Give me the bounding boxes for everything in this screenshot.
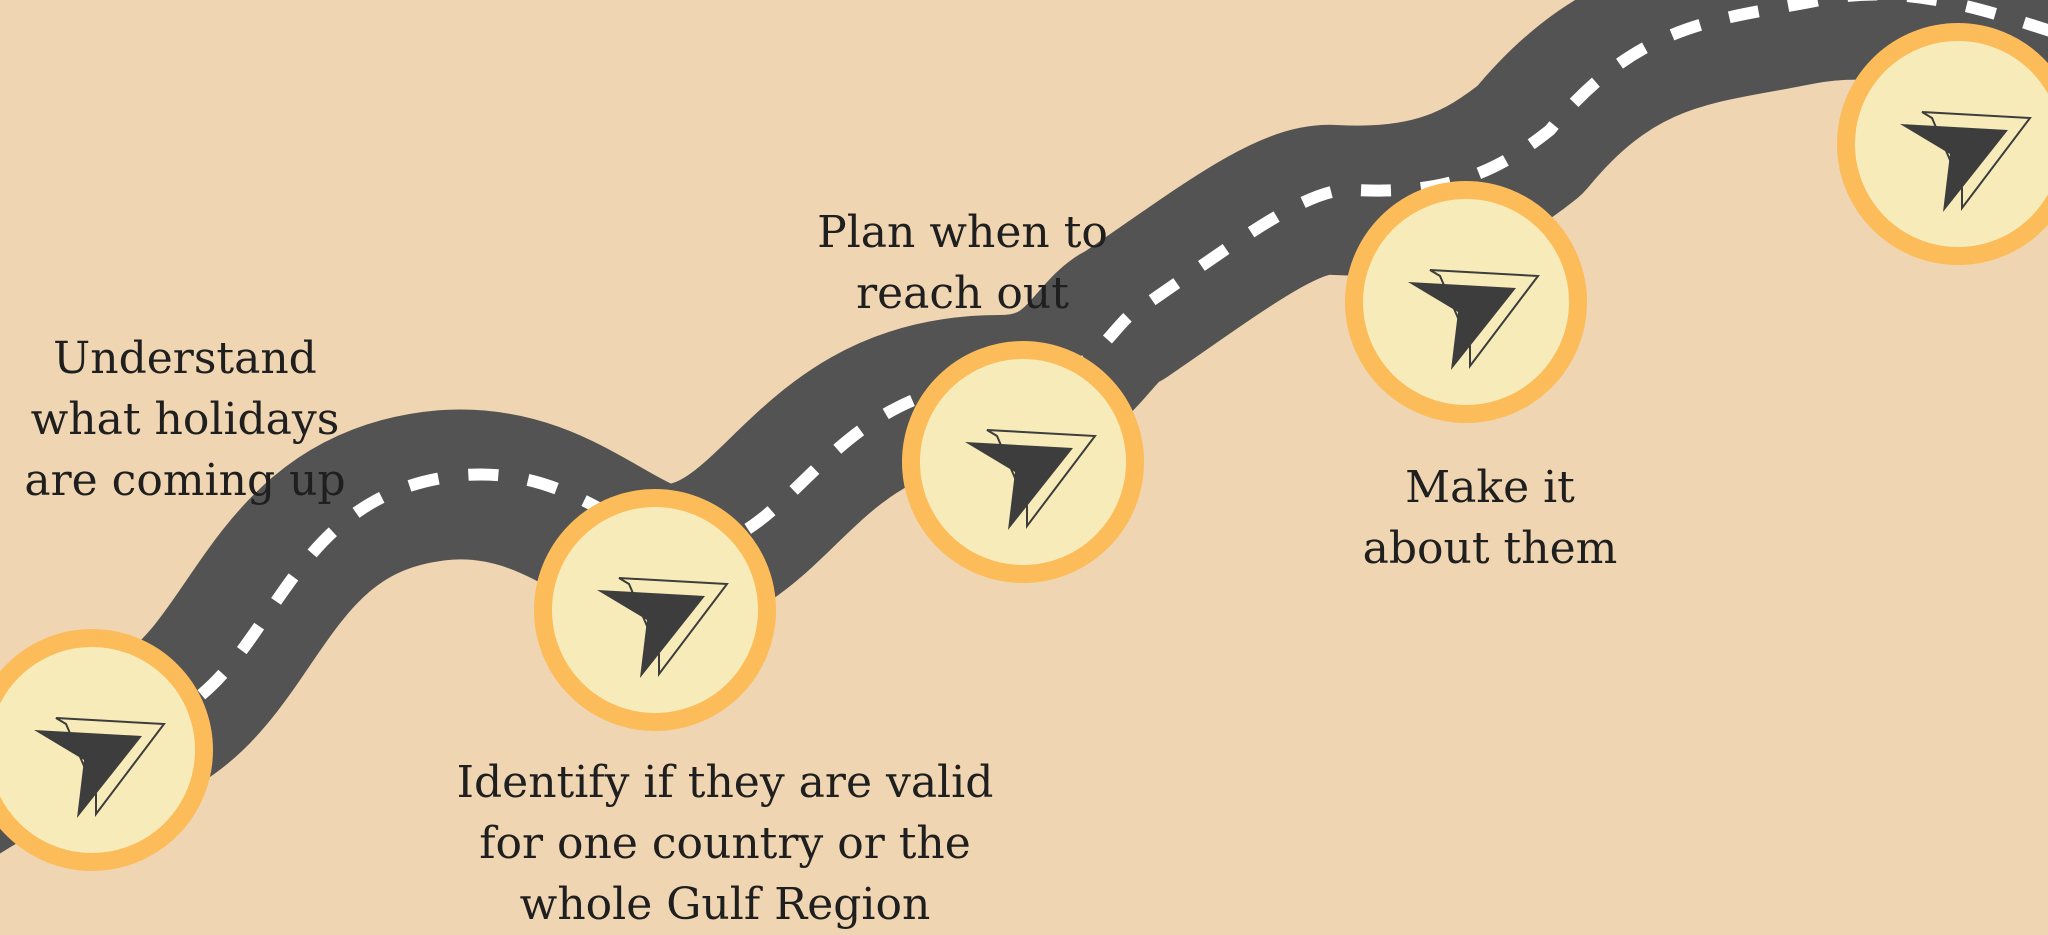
step-1-label: Understand what holidays are coming up: [24, 333, 346, 506]
step-2-label: Identify if they are valid for one count…: [456, 757, 994, 930]
step-3-marker: [902, 341, 1144, 583]
step-5-marker: [1837, 23, 2048, 265]
step-1-marker: [0, 629, 213, 871]
road-center-dashes: [0, 0, 2048, 775]
step-4-label: Make it about them: [1362, 462, 1618, 574]
navigation-arrow-icon: [1408, 269, 1540, 370]
navigation-arrow-icon: [965, 429, 1097, 530]
navigation-arrow-icon: [1900, 111, 2032, 212]
step-3-label: Plan when to reach out: [817, 207, 1108, 319]
step-2-marker: [534, 489, 776, 731]
navigation-arrow-icon: [34, 717, 166, 818]
navigation-arrow-icon: [597, 577, 729, 678]
step-4-marker: [1345, 181, 1587, 423]
